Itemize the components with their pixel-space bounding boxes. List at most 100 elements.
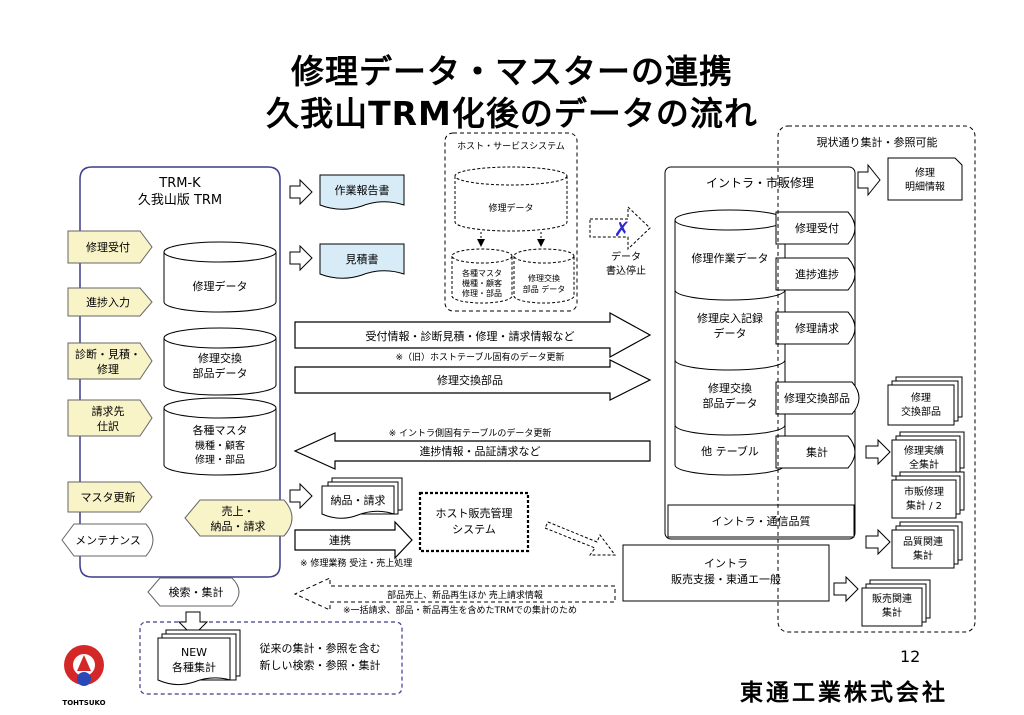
report-perf-label-1: 修理実績 — [904, 444, 944, 457]
doc-work-report-label: 作業報告書 — [335, 183, 390, 197]
intra-func-progress[interactable]: 進捗進捗 — [775, 257, 856, 291]
intra-db3-label-1: 修理交換 — [708, 381, 752, 395]
trm-menu-search[interactable]: 検索・集計 — [147, 577, 240, 607]
flow-sales-back-note: ※一括請求、部品・新品再生を含めたTRMでの集計のため — [343, 604, 577, 616]
host-service-panel: ホスト・サービスシステム 修理データ 各種マスタ 機種・顧客 修理・部品 修理交… — [444, 132, 578, 312]
flow-arrow-link: 連携 — [294, 520, 413, 560]
intra-func-reception[interactable]: 修理受付 — [775, 211, 856, 245]
report-sales-rel: 販売関連 集計 — [861, 579, 931, 627]
logo-mark-icon — [64, 645, 104, 686]
intra-func-total[interactable]: 集計 — [775, 435, 856, 469]
flow-progress-label: 進捗情報・品証請求など — [420, 444, 541, 458]
trm-menu-diagnosis[interactable]: 診断・見積・ 修理 — [67, 342, 153, 380]
intra-func-parts[interactable]: 修理交換部品 — [775, 381, 860, 415]
intra-db2-label-1: 修理戻入記録 — [697, 311, 763, 325]
trm-db-master: 各種マスタ 機種・顧客 修理・部品 — [163, 397, 277, 476]
flow-arrow-sales-back: 部品売上、新品再生ほか 売上請求情報 — [293, 577, 616, 611]
menu-diagnosis-label-1: 診断・見積・ — [75, 347, 141, 361]
trm-menu-maintenance[interactable]: メンテナンス — [61, 523, 154, 557]
report-detail-label-2: 明細情報 — [905, 180, 945, 193]
company-logo: TOHTSUKO — [58, 641, 110, 707]
menu-search-label: 検索・集計 — [169, 585, 224, 599]
page-number: 12 — [900, 647, 921, 666]
flow-reception-info-label: 受付情報・診断見積・修理・請求情報など — [366, 329, 575, 343]
new-desc-1: 従来の集計・参照を含む — [260, 641, 381, 655]
intra-sales-support-label-1: イントラ — [704, 557, 748, 570]
intra-title: イントラ・市販修理 — [706, 175, 814, 190]
intra-db3-label-2: 部品データ — [703, 396, 758, 410]
doc-delivery: 納品・請求 — [321, 477, 403, 519]
menu-diagnosis-label-2: 修理 — [97, 362, 119, 376]
arrow-to-sales-rel — [833, 575, 859, 603]
trm-db-parts: 修理交換 部品データ — [163, 327, 277, 396]
menu-progress-label: 進捗入力 — [86, 295, 130, 309]
new-section-panel — [139, 621, 403, 695]
intra-func-parts-label: 修理交換部品 — [784, 391, 850, 405]
new-report: NEW 各種集計 — [157, 629, 241, 686]
db-master-label-3: 修理・部品 — [195, 453, 245, 466]
db-parts-label-1: 修理交換 — [198, 351, 242, 365]
db-master-label-2: 機種・顧客 — [195, 439, 245, 452]
trm-menu-progress[interactable]: 進捗入力 — [67, 287, 153, 317]
doc-work-report: 作業報告書 — [319, 174, 405, 210]
intra-db-stack: 修理作業データ 修理戻入記録 データ 修理交換 部品データ 他 テーブル — [674, 209, 786, 476]
host-sales-label-2: システム — [452, 523, 496, 536]
doc-estimate-label: 見積書 — [346, 252, 379, 266]
host-master-label-2: 機種・顧客 — [462, 278, 502, 288]
doc-estimate: 見積書 — [319, 243, 405, 279]
menu-reception-label: 修理受付 — [86, 240, 130, 254]
report-parts: 修理 交換部品 — [887, 376, 963, 426]
trm-menu-reception[interactable]: 修理受付 — [67, 230, 153, 264]
trm-menu-sales[interactable]: 売上・ 納品・請求 — [184, 499, 293, 537]
flow-arrow-progress: 進捗情報・品証請求など — [293, 432, 651, 470]
arrow-to-new — [177, 611, 209, 637]
flow-link-label: 連携 — [329, 533, 351, 547]
new-desc-2: 新しい検索・参照・集計 — [260, 658, 381, 672]
intra-db1-label: 修理作業データ — [692, 251, 769, 265]
host-master-label-3: 修理・部品 — [462, 288, 502, 298]
trm-menu-billing[interactable]: 請求先 仕訳 — [67, 399, 153, 437]
intra-func-billing-label: 修理請求 — [795, 321, 839, 335]
intra-quality: イントラ・通信品質 — [667, 504, 855, 538]
report-perf: 修理実績 全集計 — [891, 431, 965, 477]
new-label-1: NEW — [181, 646, 207, 659]
menu-maintenance-label: メンテナンス — [75, 534, 141, 547]
trm-menu-master-update[interactable]: マスタ更新 — [67, 481, 153, 513]
report-detail: 修理 明細情報 — [887, 157, 963, 201]
arrow-to-estimate — [289, 244, 313, 272]
right-report-panel: 現状通り集計・参照可能 — [777, 125, 976, 633]
db-master-label-1: 各種マスタ — [193, 423, 248, 437]
menu-billing-label-2: 仕訳 — [97, 419, 119, 433]
menu-master-label: マスタ更新 — [81, 490, 136, 504]
page-title-line-1: 修理データ・マスターの連携 — [291, 52, 733, 91]
report-quality-label-1: 品質関連 — [903, 535, 943, 548]
company-name: 東通工業株式会社 — [740, 680, 948, 706]
arrow-to-work-report — [289, 178, 313, 206]
report-parts-label-2: 交換部品 — [901, 405, 941, 418]
flow-intra-note: ※ イントラ側固有テーブルのデータ更新 — [389, 427, 552, 439]
report-quality: 品質関連 集計 — [891, 521, 963, 569]
intra-db2-label-2: データ — [714, 326, 747, 340]
intra-sales-support-label-2: 販売支援・東通エ一般 — [671, 572, 781, 586]
menu-sales-label-1: 売上・ — [222, 505, 255, 518]
flow-link-note: ※ 修理業務 受注・売上処理 — [300, 557, 412, 569]
intra-db4-label: 他 テーブル — [701, 444, 759, 458]
arrow-to-quality — [865, 528, 891, 556]
intra-func-billing[interactable]: 修理請求 — [775, 311, 856, 345]
stop-label-2: 書込停止 — [606, 264, 646, 277]
intra-func-progress-label: 進捗進捗 — [795, 267, 839, 281]
report-market-label-1: 市販修理 — [904, 485, 944, 498]
trm-db-repair: 修理データ — [163, 241, 277, 313]
report-sales-rel-label-1: 販売関連 — [872, 592, 912, 605]
intra-func-reception-label: 修理受付 — [795, 221, 839, 235]
report-parts-label-1: 修理 — [911, 391, 931, 404]
arrow-to-detail — [857, 163, 881, 197]
host-repair-data-label: 修理データ — [488, 202, 533, 214]
flow-arrow-reception-info: 受付情報・診断見積・修理・請求情報など — [294, 311, 652, 359]
report-market-label-2: 集計 / 2 — [906, 499, 942, 512]
stop-label-1: データ — [611, 250, 641, 263]
logo-text: TOHTSUKO — [62, 699, 106, 707]
flow-parts-label: 修理交換部品 — [437, 373, 503, 387]
page-title-line-2: 久我山TRM化後のデータの流れ — [266, 94, 758, 133]
